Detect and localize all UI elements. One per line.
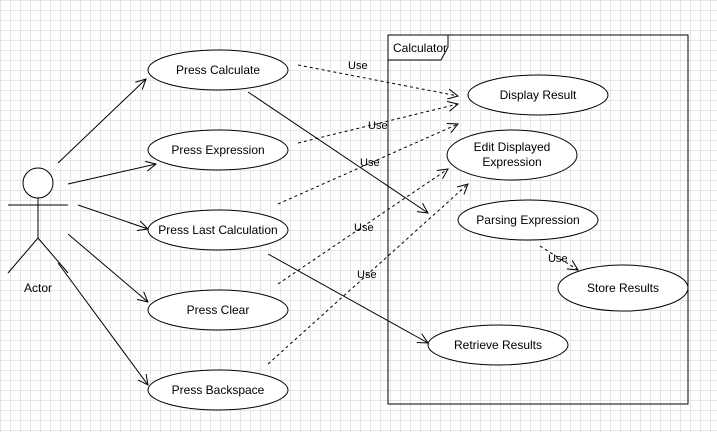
actor-right-leg [37, 237, 69, 274]
use-case-label: Store Results [587, 281, 659, 295]
use-case-label: Display Result [500, 88, 577, 102]
use-dependencies [267, 64, 578, 365]
association-last-calc-retrieve [267, 253, 428, 343]
use-label: Use [360, 157, 380, 169]
use-case-label: Press Expression [171, 143, 264, 157]
association-press-calculate [57, 79, 146, 164]
association-press-expression [67, 164, 156, 185]
association-press-backspace [57, 262, 148, 385]
use-case-label: Parsing Expression [476, 213, 579, 227]
use-case-label-line-2: Expression [482, 155, 541, 169]
use-case-label-line-1: Edit Displayed [474, 140, 551, 154]
internal-associations [247, 91, 428, 343]
use-case-label: Press Backspace [172, 383, 265, 397]
dependency-clear-edit [277, 169, 448, 285]
use-case-edit-displayed-expression[interactable]: Edit Displayed Expression [446, 129, 578, 181]
actor-label: Actor [24, 281, 52, 295]
actor-head [22, 167, 54, 199]
use-case-press-calculate[interactable]: Press Calculate [147, 49, 289, 91]
use-case-parsing-expression[interactable]: Parsing Expression [457, 199, 599, 241]
actor-associations [57, 79, 156, 385]
use-case-label: Press Clear [187, 303, 250, 317]
use-label: Use [368, 120, 388, 132]
dependency-parsing-store [539, 245, 578, 270]
use-case-label: Press Last Calculation [158, 223, 277, 237]
use-case-label: Press Calculate [176, 63, 260, 77]
system-boundary[interactable]: Calculator [387, 34, 689, 405]
use-label: Use [548, 253, 568, 265]
use-case-retrieve-results[interactable]: Retrieve Results [427, 324, 569, 366]
association-press-clear [67, 233, 148, 302]
use-case-press-clear[interactable]: Press Clear [147, 289, 289, 331]
use-case-display-result[interactable]: Display Result [467, 74, 609, 116]
use-case-press-expression[interactable]: Press Expression [147, 129, 289, 171]
actor-left-leg [7, 237, 39, 274]
use-case-label: Retrieve Results [454, 338, 542, 352]
use-case-press-backspace[interactable]: Press Backspace [147, 369, 289, 411]
dependency-calculate-display [297, 64, 458, 96]
system-title-tab [387, 34, 449, 61]
dependency-last-calc-display [277, 124, 458, 205]
actor[interactable] [7, 167, 69, 274]
use-label: Use [357, 269, 377, 281]
use-case-press-last-calculation[interactable]: Press Last Calculation [147, 209, 289, 251]
association-calculate-parsing [247, 91, 428, 213]
use-label: Use [348, 60, 368, 72]
association-press-last-calculation [77, 204, 148, 229]
dependency-backspace-edit [267, 184, 468, 365]
use-case-store-results[interactable]: Store Results [557, 264, 689, 312]
use-label: Use [354, 222, 374, 234]
system-title: Calculator [393, 41, 447, 55]
